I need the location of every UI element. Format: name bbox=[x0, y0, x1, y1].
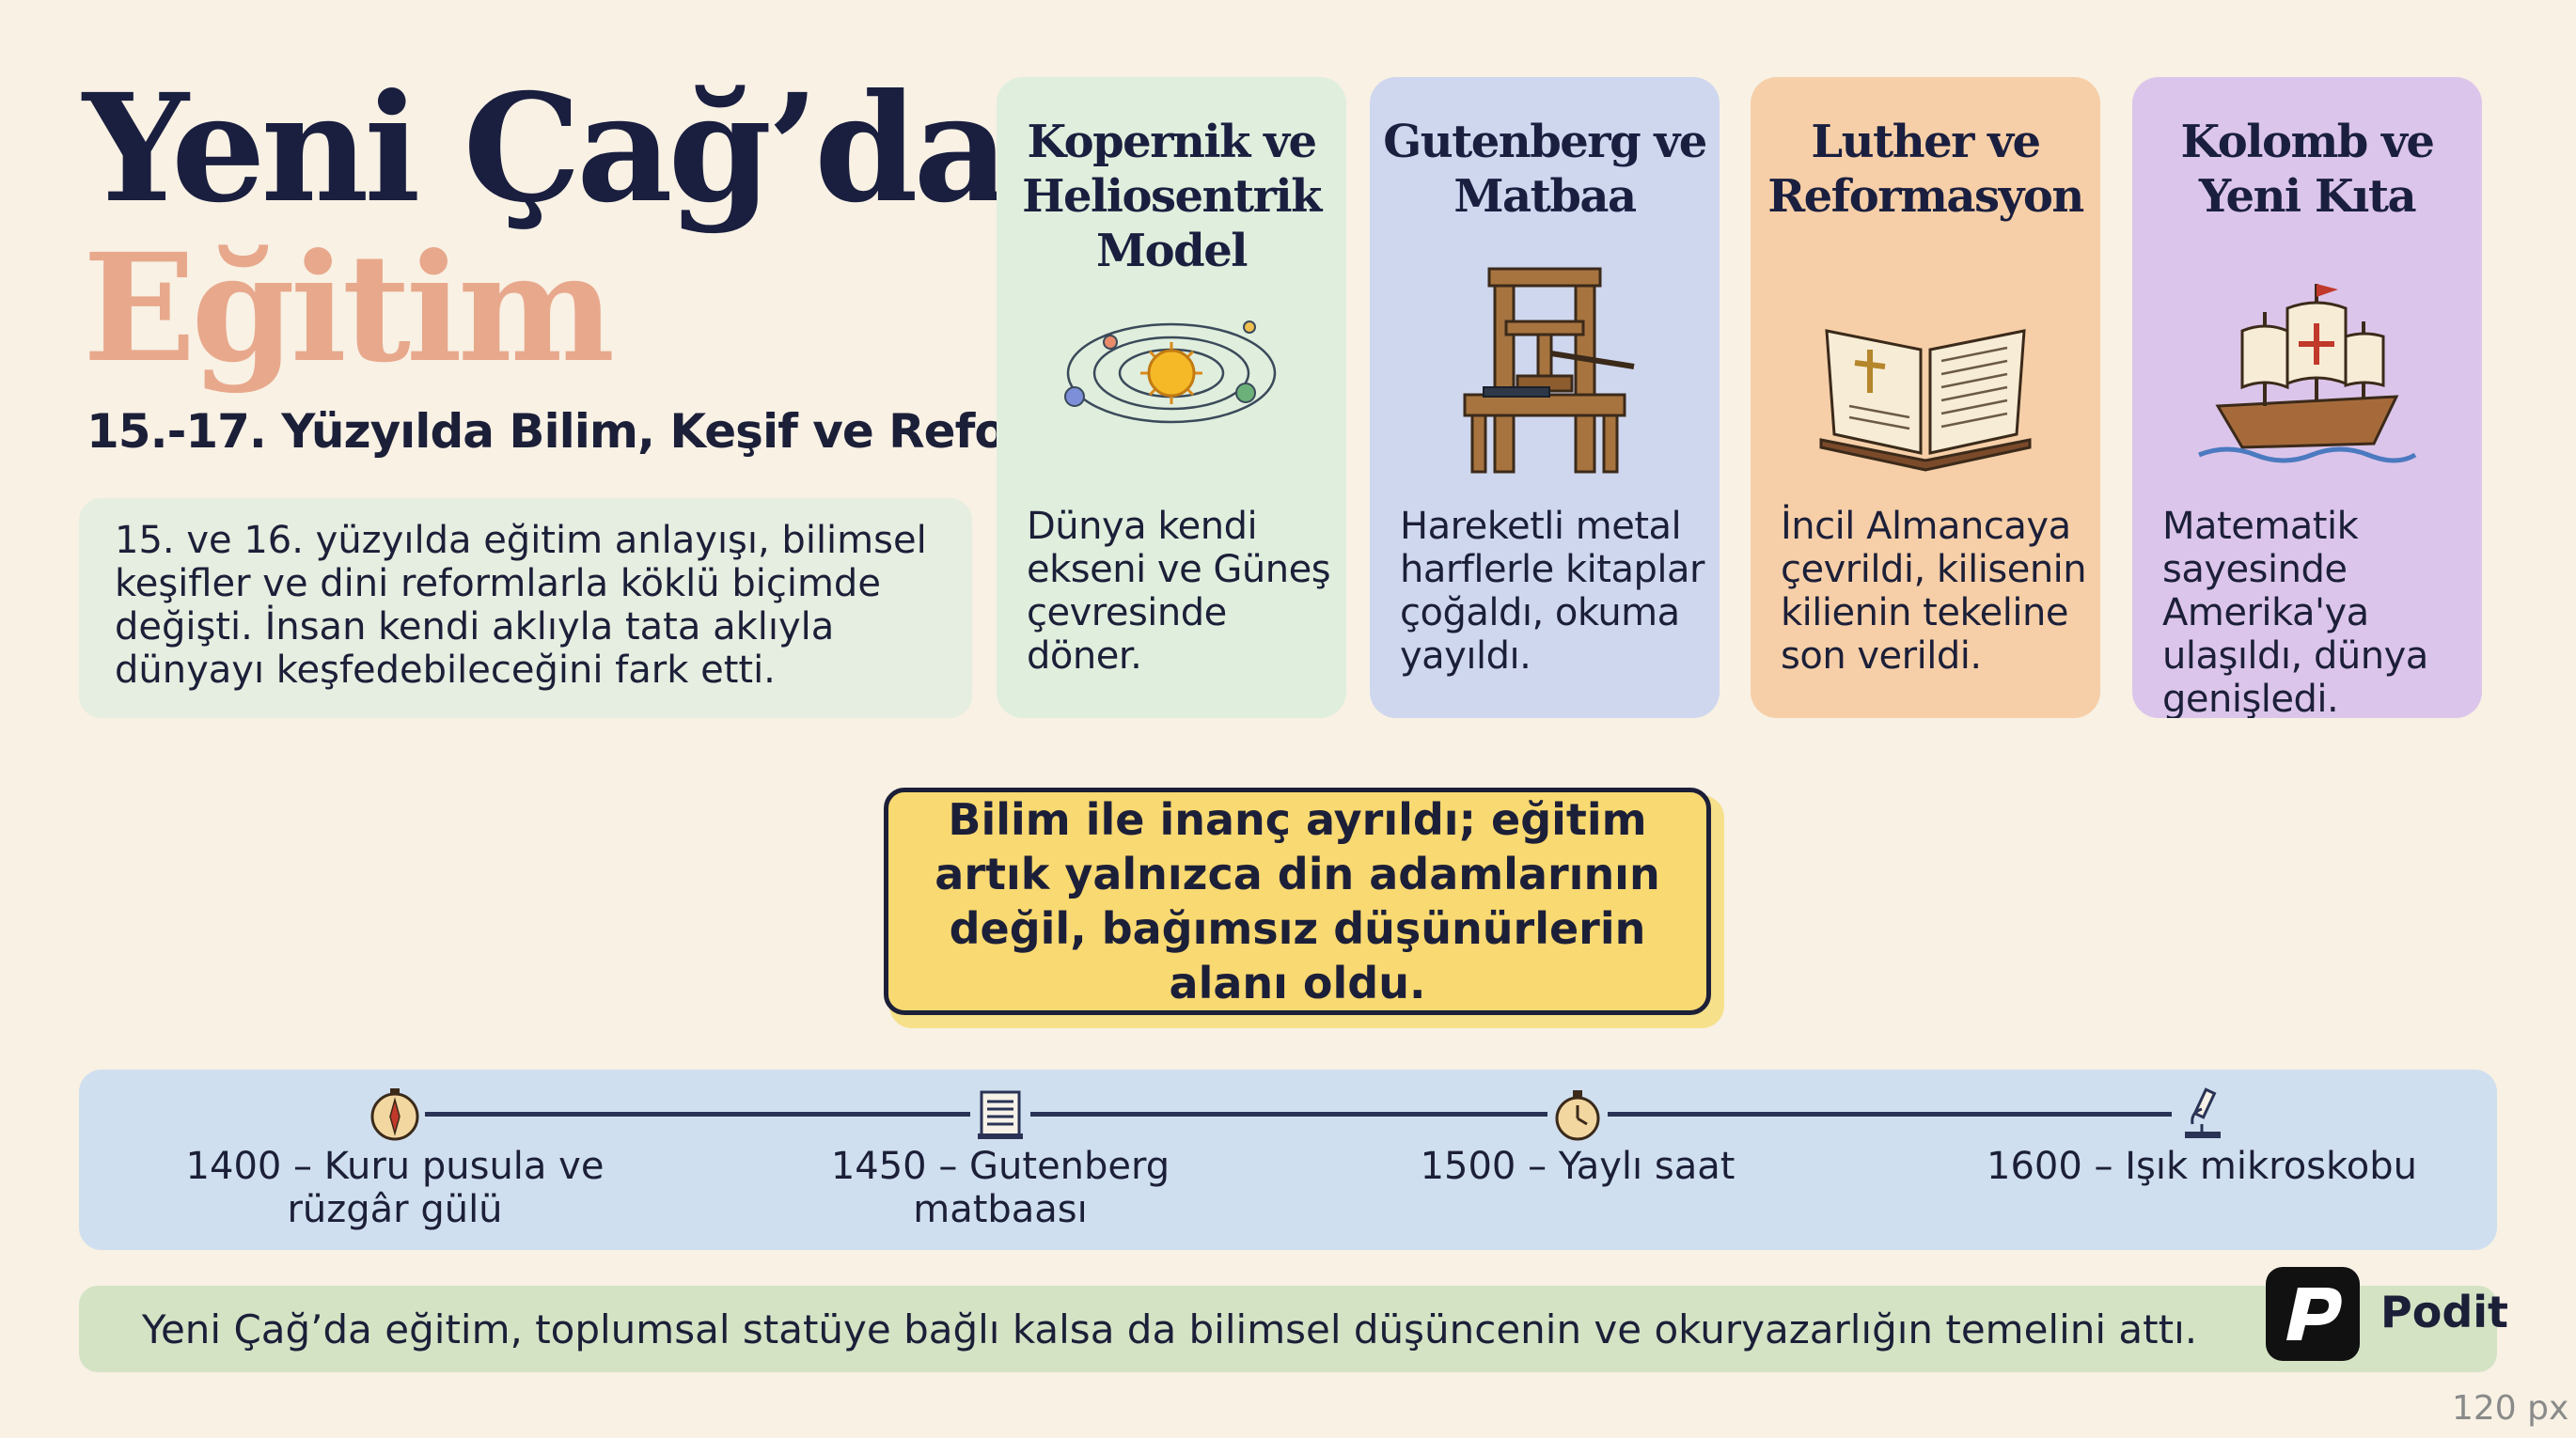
card-description: İncil Almancaya çevrildi, kilisenin kili… bbox=[1781, 505, 2087, 678]
card-title: Kolomb ve Yeni Kıta bbox=[2180, 116, 2435, 223]
printed-page-icon bbox=[972, 1086, 1029, 1143]
podit-logo-icon: P bbox=[2266, 1267, 2360, 1361]
card-title: Luther ve Reformasyon bbox=[1767, 116, 2084, 223]
timeline-label: 1600 – Işık mikroskobu bbox=[1987, 1145, 2417, 1188]
page-subtitle: 15.-17. Yüzyılda Bilim, Keşif ve Reform bbox=[86, 404, 1076, 459]
page-title-line2: Eğitim bbox=[83, 222, 615, 396]
card-kolomb: Kolomb ve Yeni Kıta Matematik sayesinde … bbox=[2132, 77, 2482, 718]
footer-text: Yeni Çağ’da eğitim, toplumsal statüye ba… bbox=[141, 1305, 2198, 1352]
card-description: Dünya kendi ekseni ve Güneş çevresinde d… bbox=[1027, 505, 1331, 678]
card-description: Hareketli metal harflerle kitaplar çoğal… bbox=[1400, 505, 1704, 678]
key-message-callout: Bilim ile inanç ayrıldı; eğitim artık ya… bbox=[884, 788, 1711, 1015]
card-gutenberg: Gutenberg ve Matbaa Hareketli metal harf… bbox=[1370, 77, 1720, 718]
intro-box: 15. ve 16. yüzyılda eğitim anlayışı, bil… bbox=[79, 498, 972, 718]
card-kopernik: Kopernik ve Heliosentrik Model Dünya ken… bbox=[997, 77, 1346, 718]
footer-bar bbox=[79, 1286, 2497, 1372]
logo-letter: P bbox=[2313, 1358, 2315, 1360]
timeline-label: 1400 – Kuru pusula ve rüzgâr gülü bbox=[185, 1145, 605, 1231]
timeline-connector bbox=[1030, 1112, 1547, 1117]
caravel-ship-icon bbox=[2190, 256, 2425, 491]
timeline-connector bbox=[425, 1112, 970, 1117]
bible-book-icon bbox=[1808, 256, 2043, 491]
printing-press-icon bbox=[1427, 256, 1662, 491]
timeline-label: 1450 – Gutenberg matbaası bbox=[830, 1145, 1170, 1231]
timeline-connector bbox=[1608, 1112, 2172, 1117]
timeline-bar bbox=[79, 1070, 2497, 1250]
microscope-icon bbox=[2174, 1086, 2230, 1143]
pocket-watch-icon bbox=[1549, 1086, 1606, 1143]
card-title: Kopernik ve Heliosentrik Model bbox=[1022, 116, 1322, 277]
card-description: Matematik sayesinde Amerika'ya ulaşıldı,… bbox=[2162, 505, 2428, 718]
page-title-line1: Yeni Çağ’da bbox=[83, 62, 1010, 236]
compass-icon bbox=[367, 1086, 423, 1143]
brand-name: Podit bbox=[2380, 1287, 2509, 1337]
card-luther: Luther ve Reformasyon İncil Almancaya çe… bbox=[1751, 77, 2100, 718]
size-note: 120 px bbox=[2452, 1389, 2569, 1428]
timeline-label: 1500 – Yaylı saat bbox=[1420, 1145, 1736, 1188]
callout-text: Bilim ile inanç ayrıldı; eğitim artık ya… bbox=[935, 794, 1660, 1008]
card-title: Gutenberg ve Matbaa bbox=[1383, 116, 1707, 223]
solar-system-icon bbox=[1054, 256, 1289, 491]
intro-text: 15. ve 16. yüzyılda eğitim anlayışı, bil… bbox=[115, 519, 927, 692]
